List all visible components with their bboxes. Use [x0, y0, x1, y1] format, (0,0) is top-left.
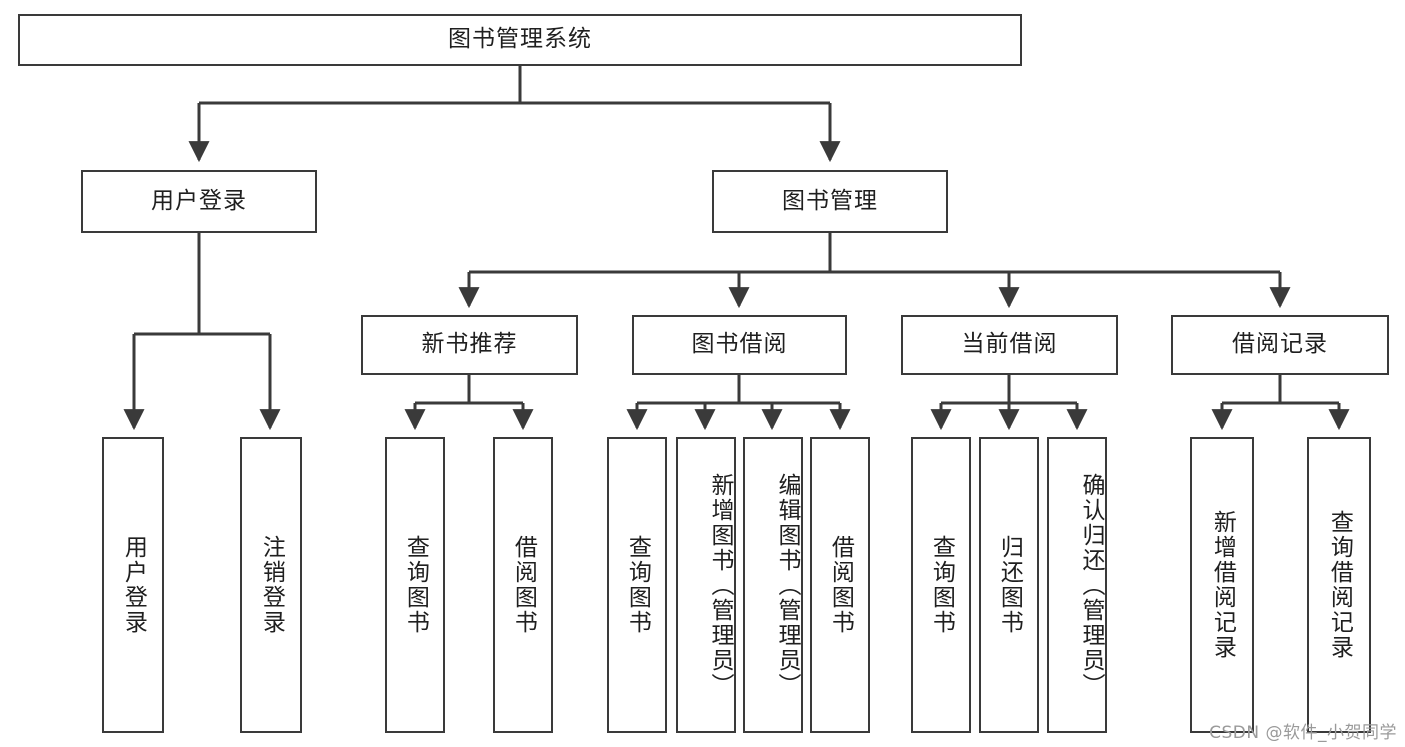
leaf-current-confirm-return-admin[interactable]: 确认归还（管理员） — [1047, 437, 1107, 733]
leaf-new-book-borrow[interactable]: 借阅图书 — [493, 437, 553, 733]
csdn-watermark: CSDN @软件_小贺同学 — [1209, 723, 1397, 743]
leaf-user-login-logout[interactable]: 注销登录 — [240, 437, 302, 733]
leaf-borrow-borrow-book[interactable]: 借阅图书 — [810, 437, 870, 733]
leaf-current-query-book[interactable]: 查询图书 — [911, 437, 971, 733]
node-user-login[interactable]: 用户登录 — [81, 170, 317, 233]
leaf-new-book-query[interactable]: 查询图书 — [385, 437, 445, 733]
node-root[interactable]: 图书管理系统 — [18, 14, 1022, 66]
node-book-management[interactable]: 图书管理 — [712, 170, 948, 233]
leaf-record-add-record[interactable]: 新增借阅记录 — [1190, 437, 1254, 733]
leaf-record-query-record[interactable]: 查询借阅记录 — [1307, 437, 1371, 733]
leaf-borrow-add-book-admin[interactable]: 新增图书（管理员） — [676, 437, 736, 733]
leaf-current-return-book[interactable]: 归还图书 — [979, 437, 1039, 733]
node-new-book-recommend[interactable]: 新书推荐 — [361, 315, 578, 375]
node-book-borrow[interactable]: 图书借阅 — [632, 315, 847, 375]
leaf-user-login-login[interactable]: 用户登录 — [102, 437, 164, 733]
leaf-borrow-edit-book-admin[interactable]: 编辑图书（管理员） — [743, 437, 803, 733]
leaf-borrow-query-book[interactable]: 查询图书 — [607, 437, 667, 733]
node-borrow-record[interactable]: 借阅记录 — [1171, 315, 1389, 375]
node-current-borrow[interactable]: 当前借阅 — [901, 315, 1118, 375]
